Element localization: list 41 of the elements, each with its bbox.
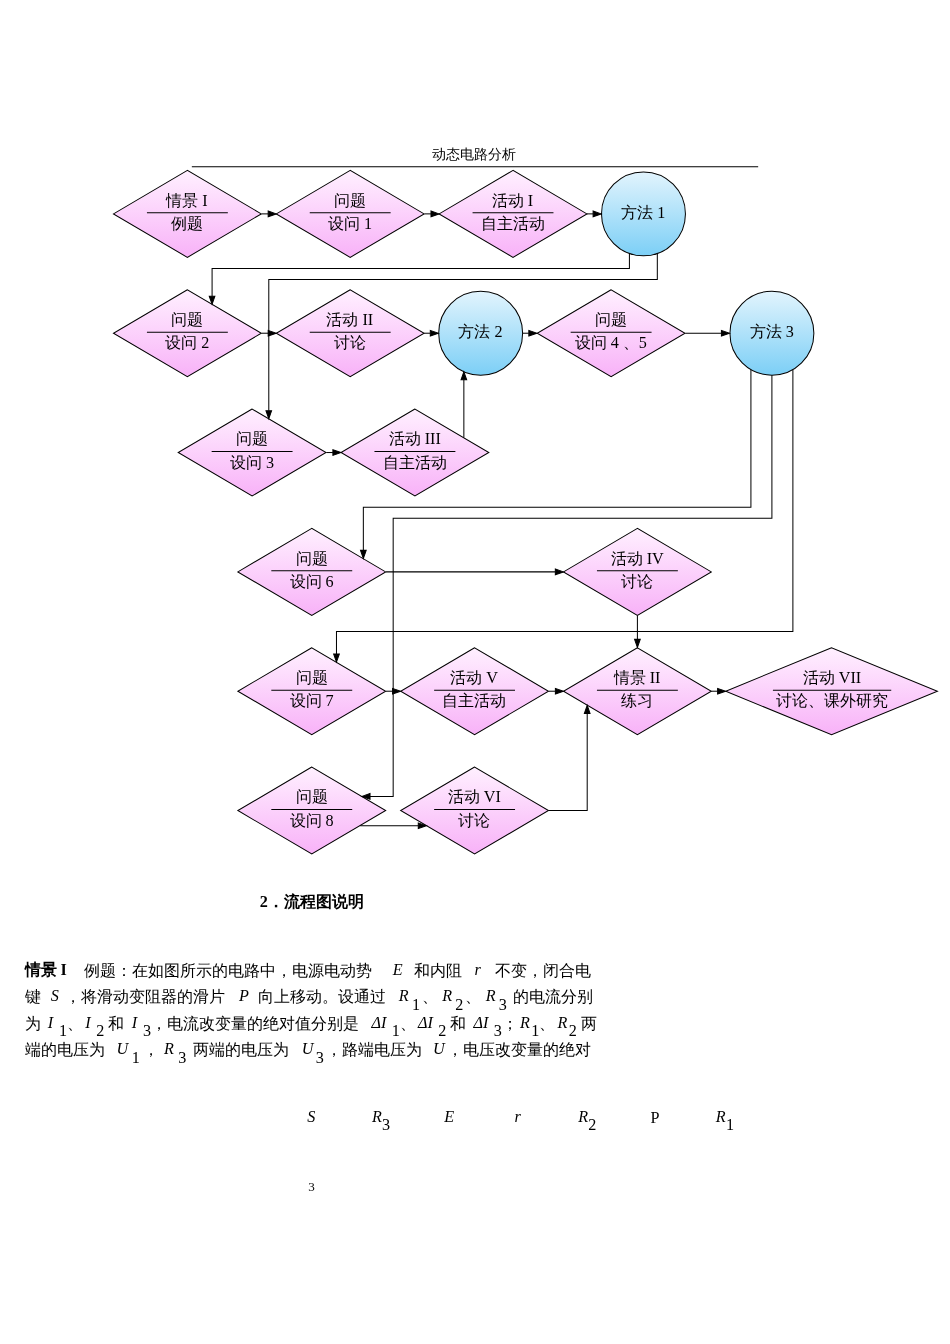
label: r [514,1107,521,1125]
label: P [650,1108,660,1126]
arrow [265,252,658,420]
node-diamond: 活动 VII 讨论、课外研究 [724,646,939,735]
node-diamond: 活动 I 自主活动 [438,169,588,258]
arrow [359,821,428,829]
node-diamond: 情景 I 例题 [112,169,263,258]
label: S [307,1107,316,1125]
arrow [423,329,440,337]
node-circle: 方法 1 [601,170,686,256]
node-diamond: 问题 设问 4 、5 [536,288,686,377]
arrow [360,374,773,800]
node-diamond: 活动 II 讨论 [275,288,426,377]
label: E [444,1107,455,1125]
node-diamond: 问题 设问 2 [112,288,263,377]
node-diamond: 问题 设问 6 [236,527,387,616]
arrow [423,209,441,217]
arrow [633,614,641,649]
arrow [208,252,630,306]
arrow [261,209,278,217]
node-diamond: 活动 V 自主活动 [399,646,550,735]
label: 3 [308,1178,315,1194]
arrow [586,209,603,217]
arrow [710,687,728,695]
diagram-title: 动态电路分析 [431,145,516,162]
node-circle: 方法 2 [438,290,524,376]
node-diamond: 活动 III 自主活动 [340,407,490,497]
label: 2．流程图说明 [259,892,364,910]
node-diamond: 活动 VI 讨论 [399,765,550,855]
arrow [548,703,591,811]
arrow [359,368,752,560]
arrow [684,329,732,337]
arrow [332,368,794,664]
arrow [385,567,565,575]
node-circle: 方法 3 [729,290,815,376]
node-diamond: 活动 IV 讨论 [562,527,713,616]
node-diamond: 情景 II 练习 [562,646,713,735]
node-diamond: 问题 设问 8 [236,765,387,855]
arrow [460,369,468,438]
node-diamond: 问题 设问 7 [236,646,387,735]
node-diamond: 问题 设问 1 [275,169,426,258]
